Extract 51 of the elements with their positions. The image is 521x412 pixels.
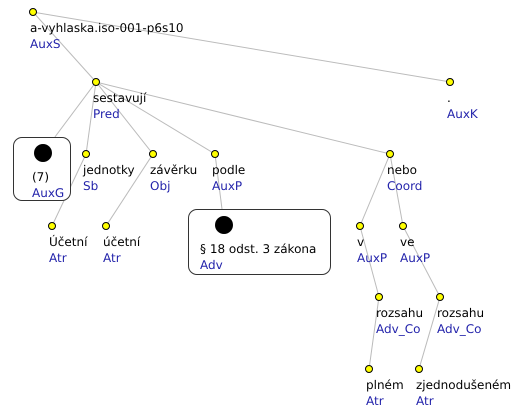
word-form: v (357, 234, 364, 250)
word-form: § 18 odst. 3 zákona (200, 241, 316, 257)
tree-edge (420, 300, 440, 366)
function-label: AuxK (447, 106, 478, 122)
tree-edge (360, 229, 378, 294)
word-form: ve (400, 234, 414, 250)
function-label: Adv_Co (376, 321, 420, 337)
function-label: Sb (83, 178, 98, 194)
tree-edge (390, 157, 403, 223)
function-label: AuxP (357, 250, 388, 266)
function-label: Pred (93, 106, 120, 122)
word-form: Účetní (49, 234, 88, 250)
tree-edge (98, 84, 151, 152)
tree-edge (36, 12, 447, 82)
word-form: nebo (387, 162, 417, 178)
word-form: . (447, 90, 451, 106)
tree-edge (215, 158, 222, 210)
word-form: a-vyhlaska.iso-001-p6s10 (30, 20, 184, 36)
tree-edge (369, 300, 379, 366)
function-label: AuxS (30, 36, 61, 52)
word-form: (7) (32, 169, 49, 185)
function-label: Atr (49, 250, 67, 266)
tree-edge (99, 82, 387, 154)
function-label: Coord (387, 178, 422, 194)
function-label: AuxG (32, 185, 64, 201)
word-form: zjednodušeném (416, 377, 512, 393)
node-box (13, 137, 71, 201)
word-form: rozsahu (437, 305, 484, 321)
function-label: Atr (366, 393, 384, 409)
word-form: podle (212, 162, 246, 178)
function-label: Atr (103, 250, 121, 266)
function-label: Adv (200, 257, 223, 273)
word-form: rozsahu (376, 305, 424, 321)
function-label: AuxP (400, 250, 430, 266)
function-label: Obj (150, 178, 170, 194)
tree-edge (54, 84, 94, 138)
word-form: závěrku (150, 162, 198, 178)
word-form: jednotky (83, 162, 135, 178)
node-box (188, 209, 331, 275)
function-label: Atr (416, 393, 434, 409)
word-form: účetní (103, 234, 140, 250)
function-label: Adv_Co (437, 321, 482, 337)
word-form: plném (366, 377, 404, 393)
tree-edge (108, 156, 152, 224)
word-form: sestavují (93, 90, 146, 106)
tree-edge (361, 157, 389, 223)
tree-edge (404, 229, 439, 294)
tree-edge (98, 84, 212, 152)
tree-edge (35, 14, 94, 80)
tree-edge (86, 86, 96, 150)
function-label: AuxP (212, 178, 242, 194)
